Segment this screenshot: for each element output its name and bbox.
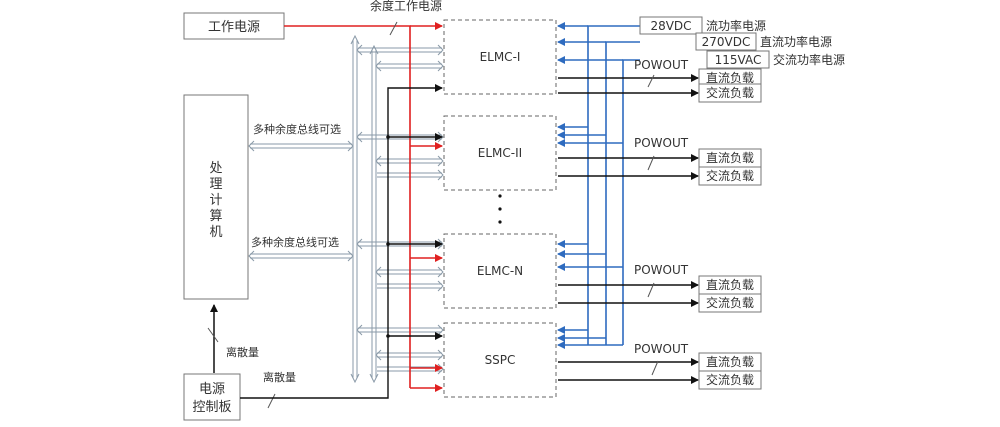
redundant-power-tick: [389, 21, 398, 36]
ac-load-box: [698, 166, 762, 186]
module-box-3: [443, 233, 557, 309]
dc-load-label: 直流负载: [706, 355, 754, 369]
power-source-desc-1: 流功率电源: [706, 18, 766, 33]
module-ellipsis: [498, 194, 502, 224]
discrete-junction: [386, 135, 390, 139]
bus-connector-arrow: [356, 131, 363, 143]
dc-load-label: 直流负载: [706, 71, 754, 85]
powout-tick: [647, 74, 655, 88]
discrete-left-label: 离散量: [226, 345, 259, 359]
processor-label: 处理计算机: [209, 161, 222, 240]
discrete-junction: [386, 334, 390, 338]
powout-label: POWOUT: [634, 342, 689, 356]
module-label-1: ELMC-I: [480, 50, 521, 64]
bus-connector-arrow: [437, 266, 444, 278]
discrete-left-tick: [207, 327, 219, 343]
redundant-power-label: 余度工作电源: [370, 0, 442, 13]
power-supply-lines: [557, 22, 640, 349]
power-control-board-box: [183, 373, 241, 421]
bus-connector-arrow: [375, 155, 382, 167]
module-label-3: ELMC-N: [477, 264, 523, 278]
bus-connector-arrow: [437, 324, 444, 336]
power-source-value-1: 28VDC: [650, 19, 691, 33]
powout-tick: [647, 155, 655, 171]
power-source-desc-2: 直流功率电源: [760, 34, 832, 49]
redundant-bus-bars: [350, 34, 379, 384]
power-source-box-1: [639, 16, 703, 35]
bus-label-top: 多种余度总线可选: [253, 122, 341, 136]
ac-load-box: [698, 83, 762, 103]
ac-load-box: [698, 370, 762, 390]
bus-connector-arrow: [356, 238, 363, 250]
power-source-box-3: [706, 50, 770, 69]
supply-trunk: [587, 25, 640, 345]
module-box-4: [443, 322, 557, 398]
dc-load-label: 直流负载: [706, 151, 754, 165]
power-source-label: 工作电源: [208, 20, 260, 35]
dc-load-label: 直流负载: [706, 278, 754, 292]
powout-label: POWOUT: [634, 136, 689, 150]
bus-connector-arrow: [375, 349, 382, 361]
module-box-1: [443, 19, 557, 95]
processor-box: [183, 94, 249, 300]
bus-connector-arrow: [437, 169, 444, 181]
module-label-2: ELMC-II: [478, 146, 522, 160]
ac-load-label: 交流负载: [706, 168, 754, 183]
powout-label: POWOUT: [634, 58, 689, 72]
bus-connector-arrow: [375, 60, 382, 72]
ac-load-label: 交流负载: [706, 85, 754, 100]
bus-connector-arrow: [356, 44, 363, 56]
module-box-2: [443, 115, 557, 191]
discrete-junction: [386, 242, 390, 246]
bus-link-bottom: [248, 250, 354, 262]
bus-connector-arrow: [437, 349, 444, 361]
power-source-value-2: 270VDC: [702, 35, 751, 49]
discrete-bottom-label: 离散量: [263, 370, 296, 384]
ac-load-label: 交流负载: [706, 372, 754, 387]
power-control-board-label-2: 控制板: [192, 400, 231, 415]
bus-connector-arrow: [437, 155, 444, 167]
working-power-lines: [284, 22, 443, 392]
ac-load-label: 交流负载: [706, 295, 754, 310]
bus-connector-arrow: [437, 280, 444, 292]
ac-load-box: [698, 293, 762, 313]
power-source-value-3: 115VAC: [715, 53, 762, 67]
discrete-lines: [240, 84, 443, 399]
bus-label-bottom: 多种余度总线可选: [251, 235, 339, 249]
bus-connectors: [356, 44, 444, 375]
bus-link-top: [248, 140, 354, 152]
powout-label: POWOUT: [634, 263, 689, 277]
bus-connector-arrow: [437, 44, 444, 56]
power-source-box: [183, 12, 285, 40]
power-source-box-2: [695, 32, 757, 51]
supply-trunk: [622, 59, 640, 345]
bus-connector-arrow: [375, 266, 382, 278]
discrete-bottom-tick: [267, 393, 276, 409]
working-power-trunk: [284, 25, 411, 388]
bus-connector-arrow: [437, 60, 444, 72]
powout-tick: [647, 282, 655, 298]
bus-connector-arrow: [356, 324, 363, 336]
bus-connector-arrow: [437, 363, 444, 375]
power-control-board-label-1: 电源: [199, 382, 225, 397]
power-source-desc-3: 交流功率电源: [773, 52, 845, 67]
powout-tick: [651, 360, 659, 376]
module-label-4: SSPC: [485, 353, 516, 367]
